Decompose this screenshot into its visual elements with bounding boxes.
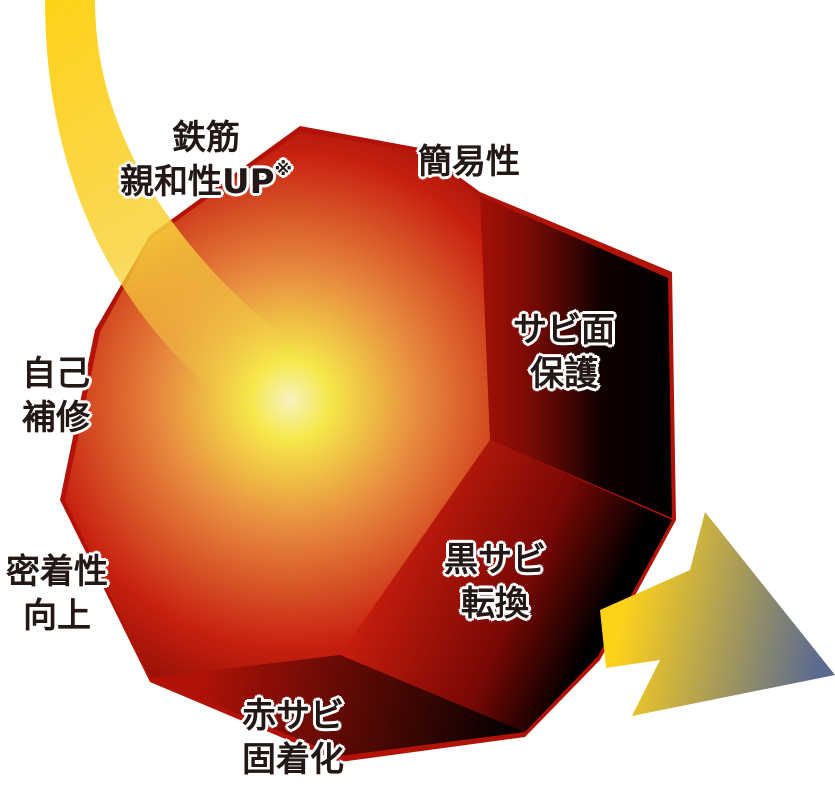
footnote-mark: ※ xyxy=(274,159,293,180)
label-line: 赤サビ xyxy=(242,696,344,736)
label-line: 簡易性 xyxy=(418,142,520,182)
label-simplicity: 簡易性 xyxy=(418,140,520,184)
label-line: 自己 xyxy=(22,354,90,394)
label-line: サビ面 xyxy=(513,310,615,350)
label-line: 親和性UP※ xyxy=(120,160,292,204)
right-face xyxy=(480,196,672,518)
label-red-rust-fixation: 赤サビ 固着化 xyxy=(242,694,344,782)
bottom-face xyxy=(340,440,672,732)
label-line: 黒サビ xyxy=(444,540,546,580)
label-self-repair: 自己 補修 xyxy=(22,352,90,440)
label-adhesion: 密着性 向上 xyxy=(6,550,108,638)
label-line: 固着化 xyxy=(242,740,344,780)
label-line: 鉄筋 xyxy=(172,118,241,158)
lower-face xyxy=(150,655,525,756)
label-line: 転換 xyxy=(461,584,529,624)
label-line: 向上 xyxy=(23,596,91,636)
label-rust-surface-protection: サビ面 保護 xyxy=(513,308,615,396)
label-line: 保護 xyxy=(530,354,598,394)
label-rebar-affinity: 鉄筋 親和性UP※ xyxy=(120,116,292,204)
label-text: 親和性UP xyxy=(120,162,275,202)
label-black-rust-conversion: 黒サビ 転換 xyxy=(444,538,546,626)
label-line: 密着性 xyxy=(6,552,108,592)
curved-arrow xyxy=(45,0,300,420)
label-line: 補修 xyxy=(22,398,90,438)
output-arrow xyxy=(600,512,835,716)
